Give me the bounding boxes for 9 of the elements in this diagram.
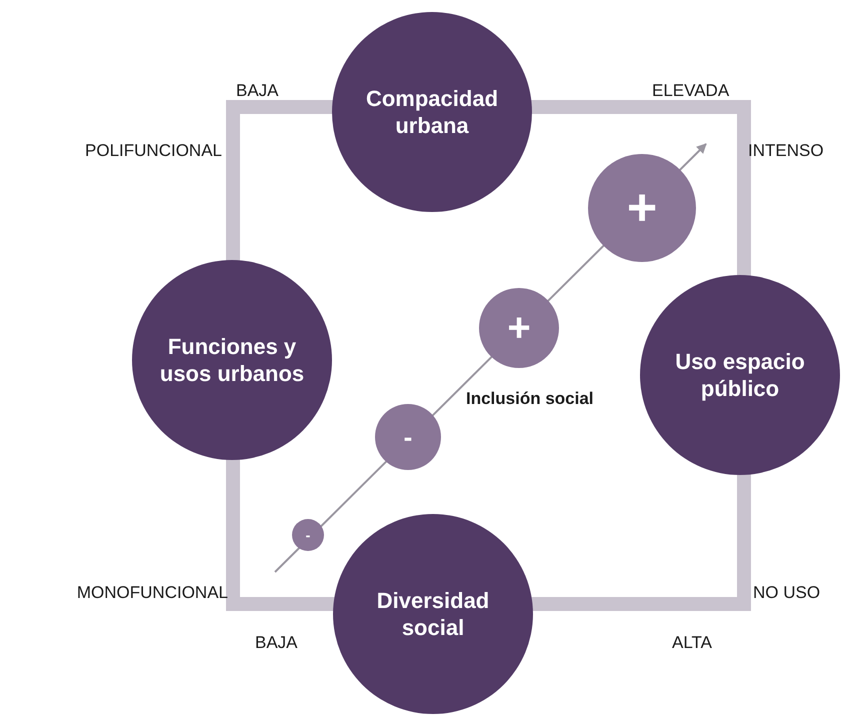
scale-label: NO USO xyxy=(753,582,820,604)
scale-label: INTENSO xyxy=(748,140,824,162)
scale-label: BAJA xyxy=(236,80,279,102)
scale-label: MONOFUNCIONAL xyxy=(76,582,228,604)
scale-label: BAJA xyxy=(255,632,298,654)
scale-label: POLIFUNCIONAL xyxy=(85,140,222,162)
scale-label: ELEVADA xyxy=(652,80,730,102)
axis-title: Inclusión social xyxy=(466,388,594,410)
scale-label: ALTA xyxy=(672,632,712,654)
